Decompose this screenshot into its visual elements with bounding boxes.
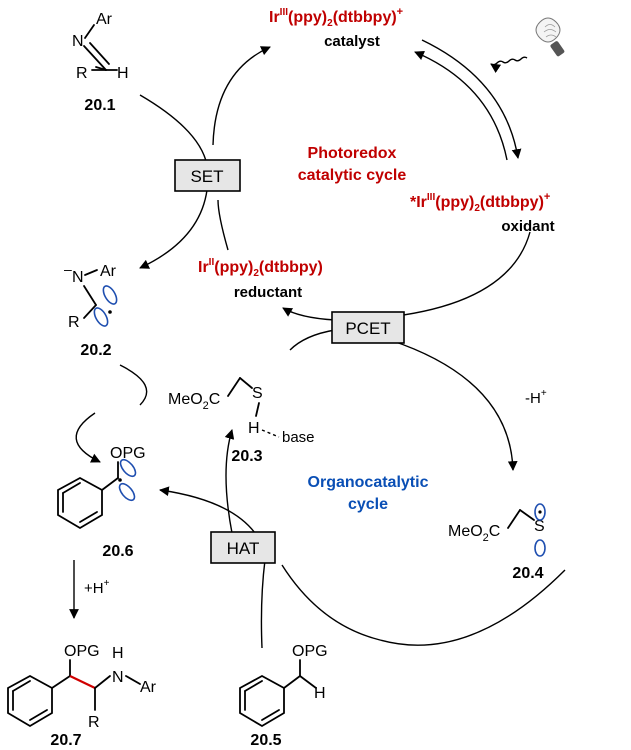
organo-title-line2: cycle bbox=[348, 496, 388, 513]
organo-arc-bottom bbox=[281, 564, 566, 646]
svg-text:N: N bbox=[112, 669, 124, 686]
organo-arc-pcet-down bbox=[389, 339, 518, 471]
label-20-1: 20.1 bbox=[84, 97, 115, 114]
label-20-4: 20.4 bbox=[512, 565, 543, 582]
svg-text:H: H bbox=[112, 645, 124, 662]
photoredox-title-line1: Photoredox bbox=[308, 145, 397, 162]
light-bulb-icon bbox=[535, 17, 565, 57]
plus-h-label: +H+ bbox=[84, 578, 110, 597]
svg-text:S: S bbox=[252, 385, 263, 402]
pcet-box: PCET bbox=[331, 311, 405, 344]
set-arc-out bbox=[139, 189, 208, 269]
svg-text:MeO2C: MeO2C bbox=[448, 523, 500, 544]
arc-202-down bbox=[119, 364, 148, 406]
svg-text:–: – bbox=[64, 261, 72, 277]
svg-text:H: H bbox=[314, 685, 326, 702]
set-arc-in bbox=[139, 94, 208, 166]
photoredox-arc-right-inner bbox=[414, 50, 508, 161]
label-20-3: 20.3 bbox=[231, 448, 262, 465]
organo-title-line1: Organocatalytic bbox=[308, 474, 429, 491]
svg-text:OPG: OPG bbox=[110, 445, 146, 462]
compound-20-6: OPG 20.6 bbox=[57, 445, 146, 560]
svg-text:OPG: OPG bbox=[292, 643, 328, 660]
svg-text:N: N bbox=[72, 33, 84, 50]
light-wavy-arrow bbox=[490, 56, 528, 73]
catalyst-ox-state: III bbox=[280, 7, 289, 18]
svg-text:Ar: Ar bbox=[100, 263, 117, 280]
set-box: SET bbox=[174, 159, 241, 192]
svg-text:Ar: Ar bbox=[140, 679, 157, 696]
compound-20-3: MeO2C S H base 20.3 bbox=[168, 377, 315, 465]
minus-h-label: -H+ bbox=[525, 388, 547, 407]
ir-symbol: Ir bbox=[269, 9, 280, 26]
catalyst-formula: IrIII(ppy)2(dtbbpy)+ bbox=[269, 6, 403, 29]
compound-20-5: OPG H 20.5 bbox=[239, 643, 328, 749]
arc-to-206 bbox=[75, 412, 101, 463]
hat-arc-to-206 bbox=[159, 486, 256, 534]
label-20-7: 20.7 bbox=[50, 732, 81, 749]
photoredox-arc-right-outer bbox=[421, 39, 522, 159]
photoredox-arc-left bbox=[212, 46, 271, 146]
compound-20-2: – N Ar R 20.2 bbox=[64, 261, 118, 359]
svg-text:Ar: Ar bbox=[96, 11, 113, 28]
hat-arc-from-205 bbox=[260, 559, 266, 649]
label-20-2: 20.2 bbox=[80, 342, 111, 359]
organo-arc-hat-up bbox=[224, 429, 235, 534]
reductant-formula: IrII(ppy)2(dtbbpy) bbox=[198, 257, 323, 279]
compound-20-7: OPG R H N Ar 20.7 bbox=[7, 643, 157, 749]
organo-arc-pcet-in bbox=[289, 329, 336, 351]
svg-text:N: N bbox=[72, 269, 84, 286]
svg-text:R: R bbox=[76, 65, 88, 82]
svg-text:R: R bbox=[88, 714, 100, 731]
oxidant-role: oxidant bbox=[501, 218, 554, 235]
svg-text:base: base bbox=[282, 429, 315, 446]
compound-20-1: N Ar R H 20.1 bbox=[72, 11, 129, 114]
svg-text:H: H bbox=[117, 65, 129, 82]
svg-text:OPG: OPG bbox=[64, 643, 100, 660]
catalyst-role: catalyst bbox=[324, 33, 380, 50]
new-cc-bond bbox=[69, 675, 96, 689]
photoredox-title-line2: catalytic cycle bbox=[298, 167, 407, 184]
label-20-6: 20.6 bbox=[102, 543, 133, 560]
hat-box: HAT bbox=[210, 531, 276, 564]
svg-text:S: S bbox=[534, 518, 545, 535]
label-20-5: 20.5 bbox=[250, 732, 281, 749]
photoredox-arc-bottom-right bbox=[379, 231, 531, 319]
svg-text:MeO2C: MeO2C bbox=[168, 391, 220, 412]
hat-label: HAT bbox=[227, 539, 260, 558]
reductant-role: reductant bbox=[234, 284, 302, 301]
compound-20-4: MeO2C S 20.4 bbox=[448, 503, 546, 582]
svg-text:H: H bbox=[248, 420, 260, 437]
set-label: SET bbox=[190, 167, 223, 186]
photoredox-arc-to-reductant bbox=[282, 307, 336, 321]
pcet-label: PCET bbox=[345, 319, 390, 338]
oxidant-formula: *IrIII(ppy)2(dtbbpy)+ bbox=[410, 191, 550, 214]
svg-text:R: R bbox=[68, 314, 80, 331]
photoredox-arc-reductant-up bbox=[217, 199, 229, 251]
